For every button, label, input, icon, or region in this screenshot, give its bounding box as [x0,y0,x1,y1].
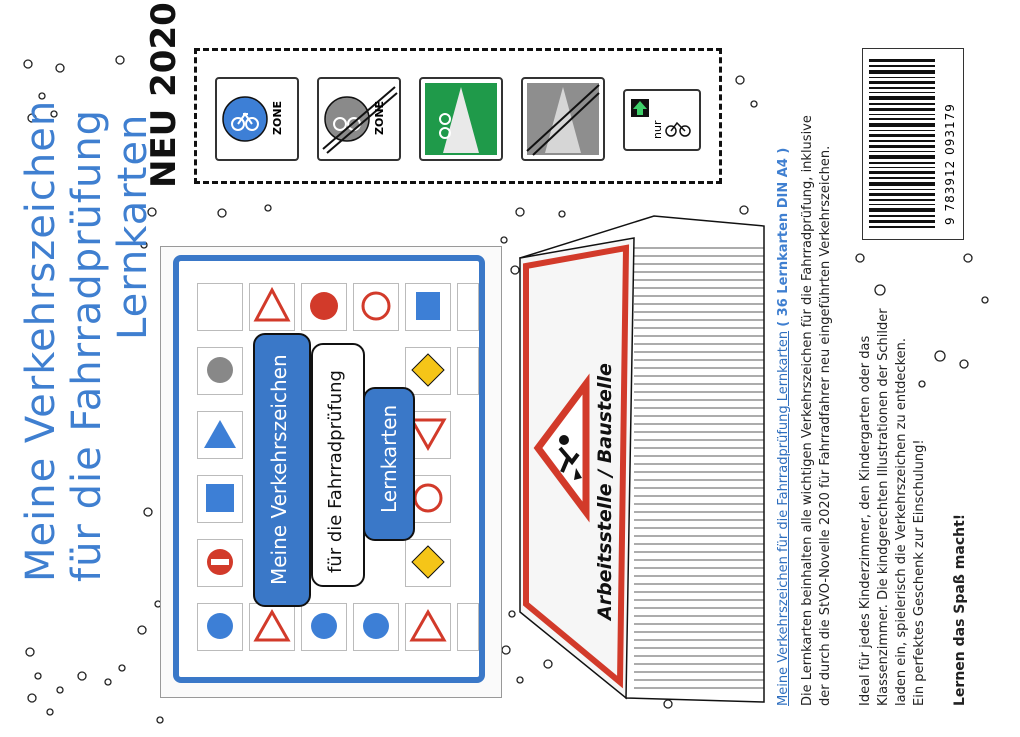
green-arrow-icon [631,99,691,137]
deck-title-pill-1: Meine Verkehrszeichen [253,333,311,607]
deck-title-3: Lernkarten [377,404,401,513]
bicycle-zone-end-icon [322,86,398,154]
mini-card [405,603,451,651]
nur-label: nur [651,120,664,139]
description-p2-l4: Ein perfektes Geschenk zur Einschulung! [912,439,927,706]
bicycle-zone-icon [222,96,268,142]
mini-card [405,347,451,395]
card-stack [519,215,765,703]
new-signs-box: ZONE ZONE [194,48,722,184]
zone-end-label: ZONE [373,100,386,135]
barcode-number: 9 783912 093179 [943,103,957,225]
mini-card [405,539,451,587]
description-p2-l2: Klassenzimmer. Die kindgerechten Illustr… [876,308,891,706]
card-poster: Meine Verkehrszeichen für die Fahrradprü… [160,246,502,698]
new-badge: NEU 2020 [144,2,184,188]
mini-card [249,603,295,651]
mini-card [457,347,479,395]
deck-title-pill-3: Lernkarten [363,387,415,541]
bicycle-zone-end-sign: ZONE [317,77,401,161]
bicycle-road-end-icon [526,83,600,156]
green-arrow-bicycle-sign: nur [623,89,701,151]
deck-title-pill-2: für die Fahrradprüfung [311,343,365,587]
mini-card [353,283,399,331]
zone-label: ZONE [271,100,284,135]
description-heading-meta: ( 36 Lernkarten DIN A4 ) [776,147,791,327]
description-p2-l3: laden ein, spielerisch die Verkehrszeich… [894,338,909,706]
description-p2-l1: Ideal für jedes Kinderzimmer, den Kinder… [858,335,873,706]
mini-card [197,603,243,651]
mini-card [197,475,243,523]
stack-sign-label: Arbeitsstelle / Baustelle [594,363,616,620]
description-closing: Lernen das Spaß macht! [952,513,968,706]
bicycle-zone-sign: ZONE [215,77,299,161]
mini-card [457,603,479,651]
mini-card [249,283,295,331]
mini-card [457,283,479,331]
bicycle-road-sign [419,77,503,161]
deck-title-2: für die Fahrradprüfung [325,370,346,573]
mini-card [197,539,243,587]
mini-card [301,603,347,651]
description-heading-title: Meine Verkehrszeichen für die Fahrradprü… [776,330,791,706]
description-heading: Meine Verkehrszeichen für die Fahrradprü… [776,148,792,706]
description-p1-l1: Die Lernkarten beinhalten alle wichtigen… [800,115,815,706]
title-line-1: Meine Verkehrszeichen [18,99,64,582]
mini-card [353,603,399,651]
bicycle-road-icon [425,83,497,155]
description-p1-l2: der durch die StVO-Novelle 2020 für Fahr… [818,145,833,706]
mini-card [405,283,451,331]
mini-card [197,347,243,395]
mini-card [301,283,347,331]
barcode: 9 783912 093179 [862,48,964,240]
mini-card [197,283,243,331]
title-line-2: für die Fahrradprüfung [64,108,110,582]
construction-sign-icon [533,373,590,523]
barcode-bars [869,59,935,228]
bicycle-road-end-sign [521,77,605,161]
mini-card [197,411,243,459]
deck-title-1: Meine Verkehrszeichen [267,354,291,585]
